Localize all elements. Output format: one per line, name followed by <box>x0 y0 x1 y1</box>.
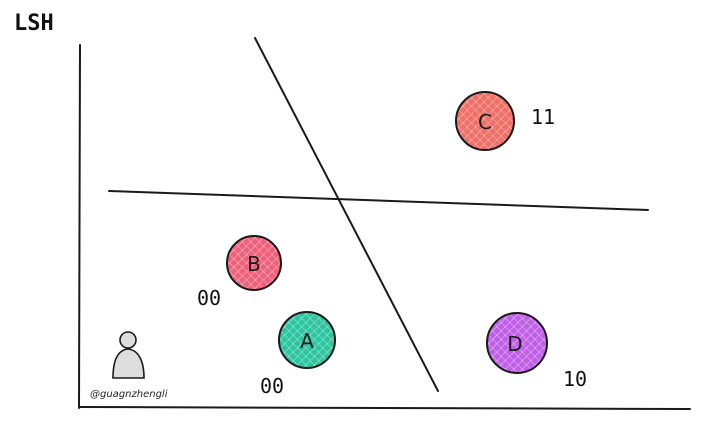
node-c-label: C <box>478 110 492 134</box>
person-icon <box>112 331 145 379</box>
hyperplane-diagonal <box>254 37 439 392</box>
node-c-code: 11 <box>531 105 555 129</box>
y-axis <box>78 44 81 409</box>
x-axis <box>78 406 691 410</box>
node-b: B <box>226 235 282 291</box>
node-a-label: A <box>300 329 314 353</box>
node-d: D <box>486 312 548 374</box>
node-b-label: B <box>247 252 261 276</box>
node-a-code: 00 <box>260 374 284 398</box>
hyperplane-horizontal <box>108 190 649 211</box>
node-d-label: D <box>507 332 522 356</box>
node-b-code: 00 <box>197 286 221 310</box>
diagram-title: LSH <box>14 11 54 36</box>
author-credit: @guagnzhengli <box>90 389 168 400</box>
node-d-code: 10 <box>563 367 587 391</box>
node-c: C <box>455 91 515 151</box>
node-a: A <box>278 311 336 369</box>
